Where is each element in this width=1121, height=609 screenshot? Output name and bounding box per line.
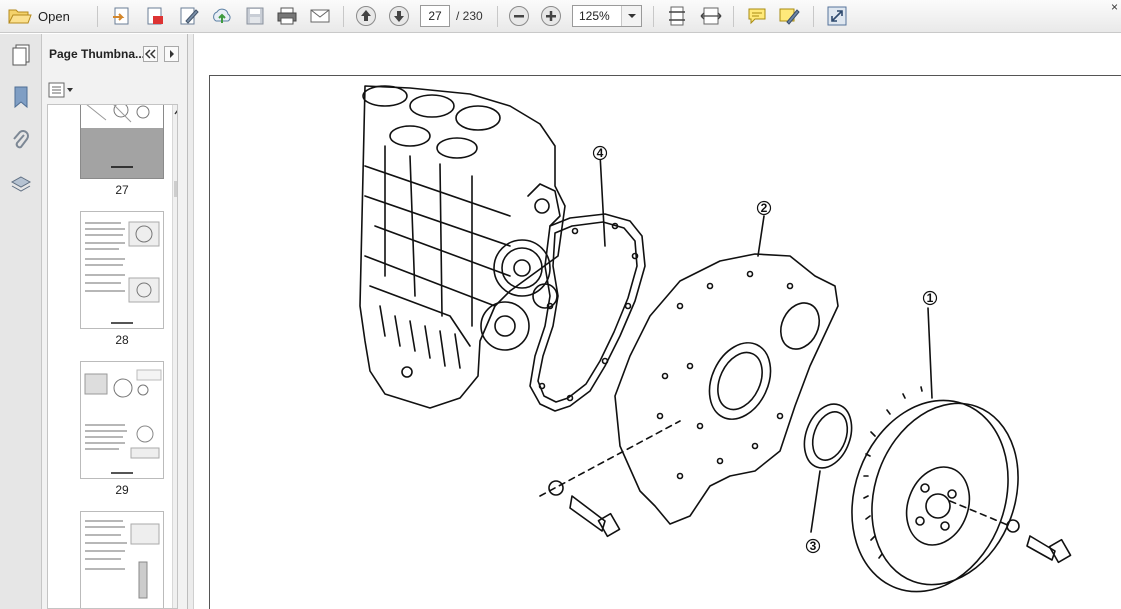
callout-4: 4 [597,146,604,160]
attachments-panel-button[interactable] [8,128,34,154]
thumbnail-image [81,105,163,128]
toolbar-separator [497,6,498,27]
chevron-right-icon [170,50,174,58]
zoom-out-button[interactable] [505,3,533,29]
thumbnail-label: 29 [115,483,129,497]
zoom-in-button[interactable] [537,3,565,29]
thumbnail-scrollbar[interactable] [172,105,178,608]
export-button[interactable] [108,3,136,29]
highlight-icon [779,8,800,25]
fit-page-button[interactable] [663,3,691,29]
pages-panel-button[interactable] [8,42,34,68]
create-pdf-button[interactable] [141,3,169,29]
upload-button[interactable] [208,3,236,29]
thumbnail-label: 28 [115,333,129,347]
toolbar-separator [733,6,734,27]
thumbnail-label: 27 [115,183,129,197]
next-page-button[interactable] [385,3,413,29]
highlight-button[interactable] [775,3,803,29]
page-down-icon [389,6,409,26]
chevron-down-icon[interactable] [621,6,641,26]
bookmark-icon [14,86,28,109]
thumbnail-page-30[interactable] [80,511,164,608]
callout-1: 1 [927,291,934,305]
document-view: 4 2 1 3 [195,34,1121,609]
pages-icon [12,44,30,66]
thumbnail-options-button[interactable] [47,81,75,99]
edit-icon [180,7,199,25]
print-button[interactable] [273,3,301,29]
attachment-icon [13,130,29,149]
double-chevron-left-icon [144,49,156,59]
layers-icon [10,176,32,192]
zoom-value: 125% [579,9,610,23]
chevron-up-icon[interactable] [173,107,178,117]
open-button[interactable]: Open [8,3,83,29]
thumbnails-panel: Page Thumbna... 27 [42,34,188,609]
document-page: 4 2 1 3 [209,75,1121,609]
fit-page-icon [669,6,685,26]
close-icon[interactable]: × [1110,0,1118,14]
expand-button[interactable] [823,3,851,29]
thumbnails-header: Page Thumbna... [42,34,188,74]
thumbnail-image [128,221,160,303]
exploded-view-drawing: 4 2 1 3 [359,85,1072,593]
thumbnail-page-28[interactable] [80,211,164,329]
fit-width-button[interactable] [697,3,725,29]
zoom-out-icon [509,6,529,26]
zoom-select[interactable]: 125% [572,5,642,27]
email-button[interactable] [306,3,334,29]
save-icon [246,7,264,25]
folder-open-icon [8,9,32,24]
fit-width-icon [700,7,722,25]
page-total: / 230 [456,9,483,23]
toolbar-separator [813,6,814,27]
page-number-input[interactable]: 27 [420,5,450,27]
previous-page-button[interactable] [352,3,380,29]
email-icon [310,9,330,23]
thumbnail-image [84,369,162,398]
bookmarks-panel-button[interactable] [8,84,34,110]
callout-2: 2 [761,201,768,215]
layers-panel-button[interactable] [8,172,34,198]
options-menu-icon [48,82,73,98]
upload-icon [213,8,231,23]
comment-button[interactable] [743,3,771,29]
open-label: Open [38,8,70,24]
thumbnail-page-27[interactable] [80,105,164,179]
comment-icon [748,8,766,25]
toolbar-separator [97,6,98,27]
export-icon [113,7,129,25]
panel-splitter[interactable] [188,34,194,609]
callout-3: 3 [810,539,817,553]
edit-button[interactable] [175,3,203,29]
expand-icon [827,6,847,26]
collapse-panel-button[interactable] [143,46,158,62]
zoom-in-icon [541,6,561,26]
thumbnail-list: 27 28 [47,104,178,609]
expand-panel-button[interactable] [164,46,179,62]
navigation-strip [0,34,42,609]
page-up-icon [356,6,376,26]
save-button[interactable] [241,3,269,29]
toolbar-separator [343,6,344,27]
print-icon [277,7,297,25]
panel-title: Page Thumbna... [49,47,146,61]
toolbar-separator [653,6,654,27]
main-toolbar: Open [0,0,1121,33]
scrollbar-thumb[interactable] [174,181,177,197]
thumbnail-page-29[interactable] [80,361,164,479]
pdf-create-icon [147,7,163,25]
